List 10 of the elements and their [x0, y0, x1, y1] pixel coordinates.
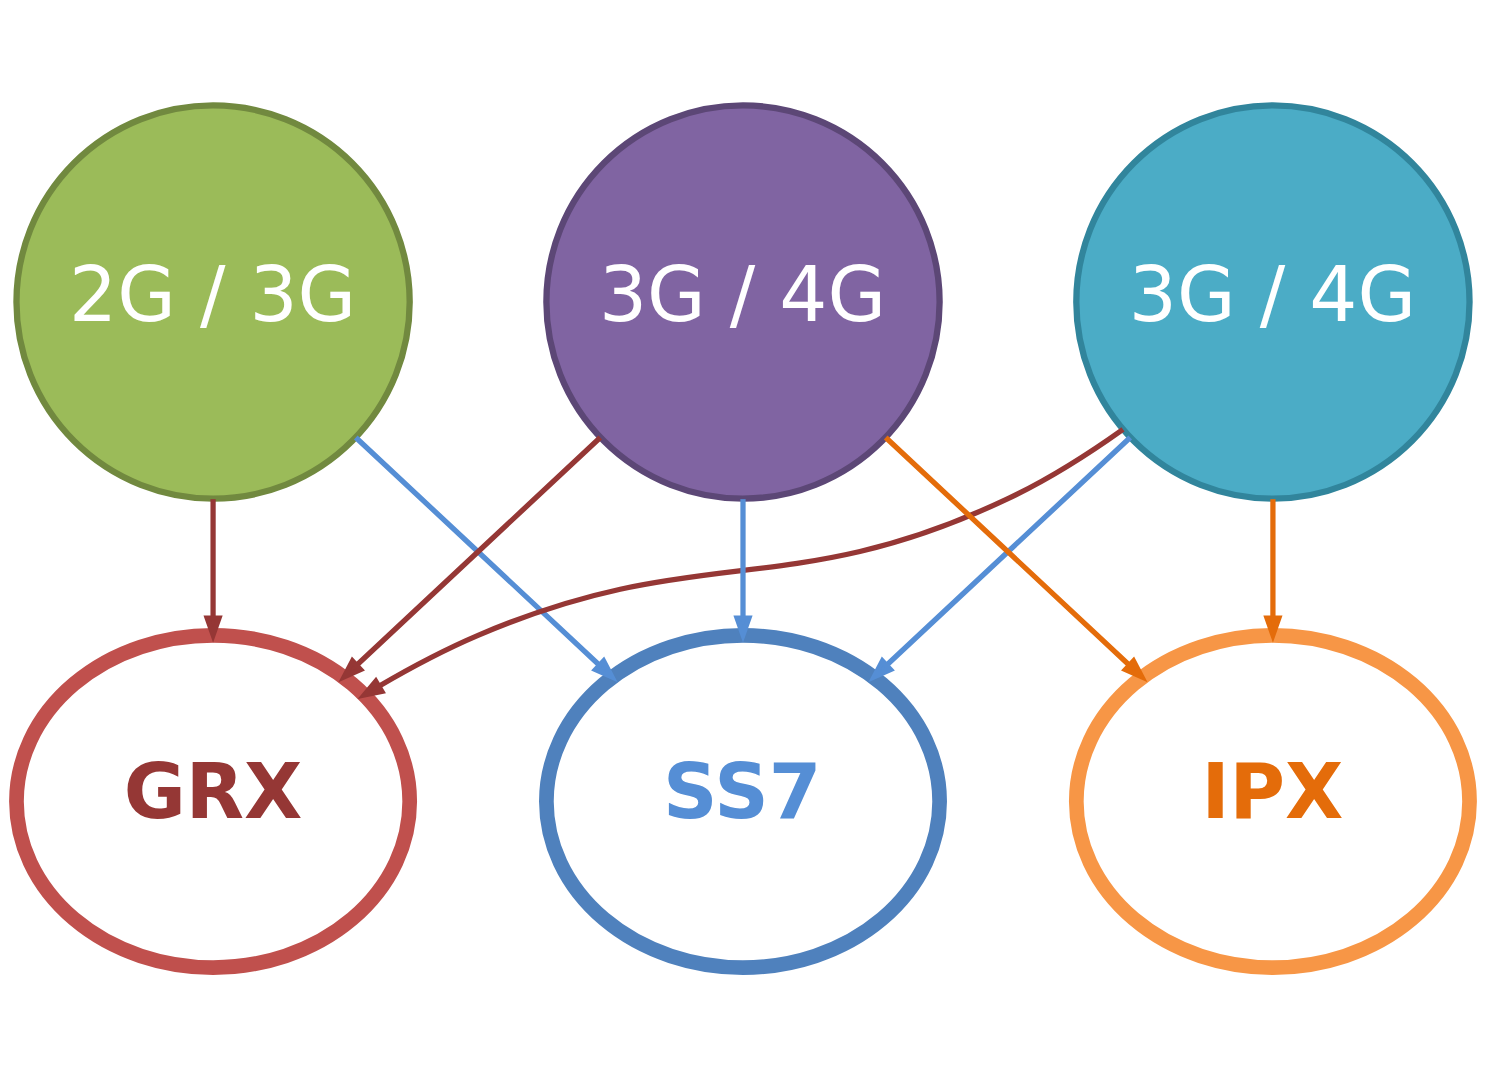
- node-ellipse: IPX: [1068, 627, 1477, 975]
- arrow: [357, 426, 1125, 699]
- arrow: [203, 498, 223, 643]
- node-ellipse: SS7: [539, 627, 947, 975]
- node-circle: 2G / 3G: [13, 101, 413, 502]
- arrow: [1263, 498, 1283, 643]
- node-ellipse: GRX: [9, 627, 418, 975]
- node-circle: 3G / 4G: [1073, 101, 1473, 502]
- node-circle: 3G / 4G: [543, 101, 943, 502]
- arrow: [733, 498, 753, 643]
